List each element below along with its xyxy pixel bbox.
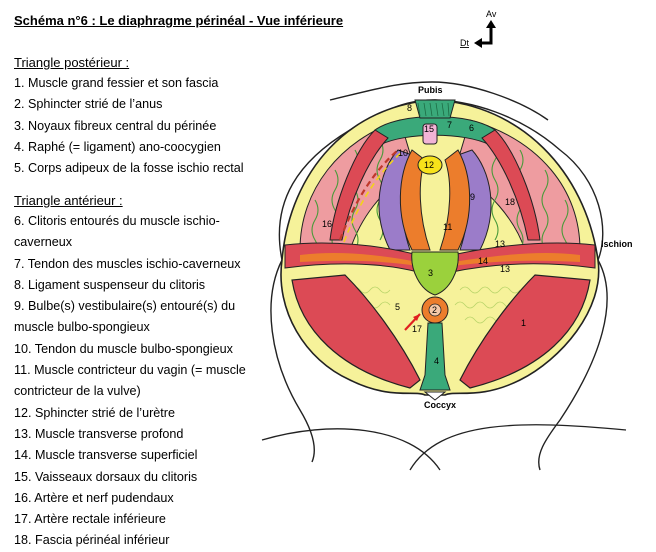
buttock-line-left — [261, 428, 441, 471]
legend-item-11: 11. Muscle contricteur du vagin (= muscl… — [14, 363, 246, 399]
anterior-legend: 6. Clitoris entourés du muscle ischio-ca… — [14, 211, 276, 552]
number-9: 9 — [470, 192, 475, 202]
dorsal-vessels — [422, 123, 438, 145]
ischion-label: Ischion — [601, 239, 633, 249]
legend-item-13: 13. Muscle transverse profond — [14, 426, 184, 441]
number-13a: 13 — [495, 239, 505, 249]
number-1: 1 — [521, 318, 526, 328]
legend-item-14: 14. Muscle transverse superficiel — [14, 448, 198, 463]
anococcygeal-raphe — [419, 322, 451, 391]
legend-item-17: 17. Artère rectale inférieure — [14, 512, 166, 527]
legend-item-10: 10. Tendon du muscle bulbo-spongieux — [14, 341, 233, 356]
number-3: 3 — [428, 268, 433, 278]
gluteus-left — [291, 274, 421, 389]
outer-body-outline — [329, 81, 549, 121]
clitoris-crus-right — [481, 129, 541, 241]
orientation-arrow-up-head — [486, 20, 496, 28]
posterior-legend: 1. Muscle grand fessier et son fascia 2.… — [14, 73, 276, 179]
buttock-line-right — [409, 424, 627, 471]
number-11: 11 — [443, 222, 452, 232]
legend-item-3: 3. Noyaux fibreux central du périnée — [14, 118, 217, 133]
page-title: Schéma n°6 : Le diaphragme périnéal - Vu… — [14, 13, 344, 28]
number-2: 2 — [432, 305, 437, 315]
number-8: 8 — [407, 103, 412, 113]
legend-item-7: 7. Tendon des muscles ischio-caverneux — [14, 256, 241, 271]
orientation-av: Av — [486, 9, 497, 19]
vaginal-constrictor-left — [399, 149, 431, 251]
vaginal-constrictor-right — [439, 149, 471, 251]
rectal-artery-head — [413, 314, 420, 321]
number-7: 7 — [447, 120, 452, 130]
number-14: 14 — [478, 256, 488, 266]
clitoris-crus-left — [329, 129, 389, 241]
number-18: 18 — [505, 197, 515, 207]
legend-item-6: 6. Clitoris entourés du muscle ischio-ca… — [14, 214, 220, 250]
legend-item-9: 9. Bulbe(s) vestibulaire(s) entouré(s) d… — [14, 299, 236, 335]
legend-item-1: 1. Muscle grand fessier et son fascia — [14, 76, 219, 90]
central-tendon — [411, 251, 459, 296]
outer-thigh-right — [538, 259, 608, 471]
pudendal-nerve — [343, 151, 403, 243]
number-12: 12 — [424, 160, 434, 170]
pubis-label: Pubis — [418, 85, 443, 95]
coccyx-tip — [423, 391, 447, 401]
transverse-superficial-right — [452, 252, 580, 266]
number-17: 17 — [412, 324, 422, 334]
number-15: 15 — [424, 124, 434, 134]
transverse-superficial-left — [300, 252, 418, 266]
pudendal-artery — [338, 149, 399, 241]
coccyx-label: Coccyx — [424, 400, 456, 410]
number-16: 16 — [322, 219, 332, 229]
legend-item-4: 4. Raphé (= ligament) ano-coocygien — [14, 139, 221, 154]
gluteus-right — [459, 274, 591, 389]
orientation-arrow-left-head — [474, 38, 482, 48]
number-13b: 13 — [500, 264, 510, 274]
number-4: 4 — [434, 356, 439, 366]
legend-item-8: 8. Ligament suspenseur du clitoris — [14, 277, 206, 292]
anterior-heading: Triangle antérieur : — [14, 193, 123, 208]
legend-item-18: 18. Fascia périnéal inférieur — [14, 533, 170, 548]
posterior-heading: Triangle postérieur : — [14, 55, 130, 70]
orientation-arrow-icon — [481, 27, 493, 45]
number-10: 10 — [398, 148, 408, 158]
outer-thigh-left — [270, 259, 316, 463]
structure-numbers: 1 2 3 4 5 6 7 8 9 10 11 12 13 13 14 15 1… — [322, 103, 526, 366]
anus — [428, 303, 442, 317]
legend-item-5: 5. Corps adipeux de la fosse ischio rect… — [14, 161, 244, 176]
legend-item-16: 16. Artère et nerf pudendaux — [14, 490, 174, 505]
number-6: 6 — [469, 123, 474, 133]
suspensory-ligament-hatch — [417, 102, 450, 117]
suspensory-ligament — [414, 99, 456, 119]
orientation-dt: Dt — [460, 38, 469, 48]
legend-item-12: 12. Sphincter strié de l’urètre — [14, 405, 176, 420]
number-5: 5 — [395, 302, 400, 312]
legend-item-15: 15. Vaisseaux dorsaux du clitoris — [14, 469, 198, 484]
legend-item-2: 2. Sphincter strié de l’anus — [14, 97, 163, 112]
urethral-sphincter — [417, 155, 443, 175]
